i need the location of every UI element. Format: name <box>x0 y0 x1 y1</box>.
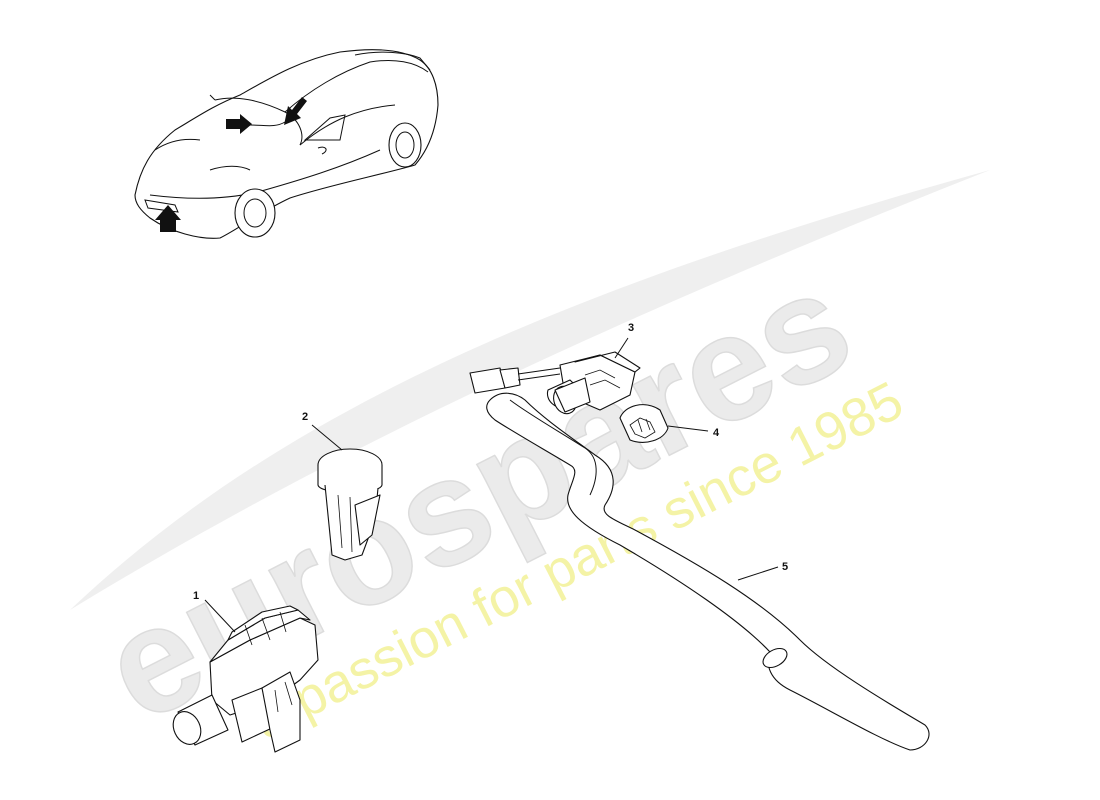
locator-arrow-2 <box>284 97 307 125</box>
callout-3: 3 <box>628 322 634 334</box>
part-2-bung <box>311 424 383 561</box>
callout-4: 4 <box>713 427 720 439</box>
part-1-sensor-housing <box>172 599 319 753</box>
part-4-clip <box>619 404 709 443</box>
watermark: eurospares a passion for parts since 198… <box>70 170 990 754</box>
callout-5: 5 <box>782 561 788 573</box>
part-5-hose <box>486 377 930 751</box>
locator-arrow-3 <box>155 205 181 232</box>
locator-arrow-1 <box>226 114 252 134</box>
car-locator-icon <box>134 49 439 239</box>
callout-1: 1 <box>193 590 199 602</box>
callout-2: 2 <box>302 411 308 423</box>
